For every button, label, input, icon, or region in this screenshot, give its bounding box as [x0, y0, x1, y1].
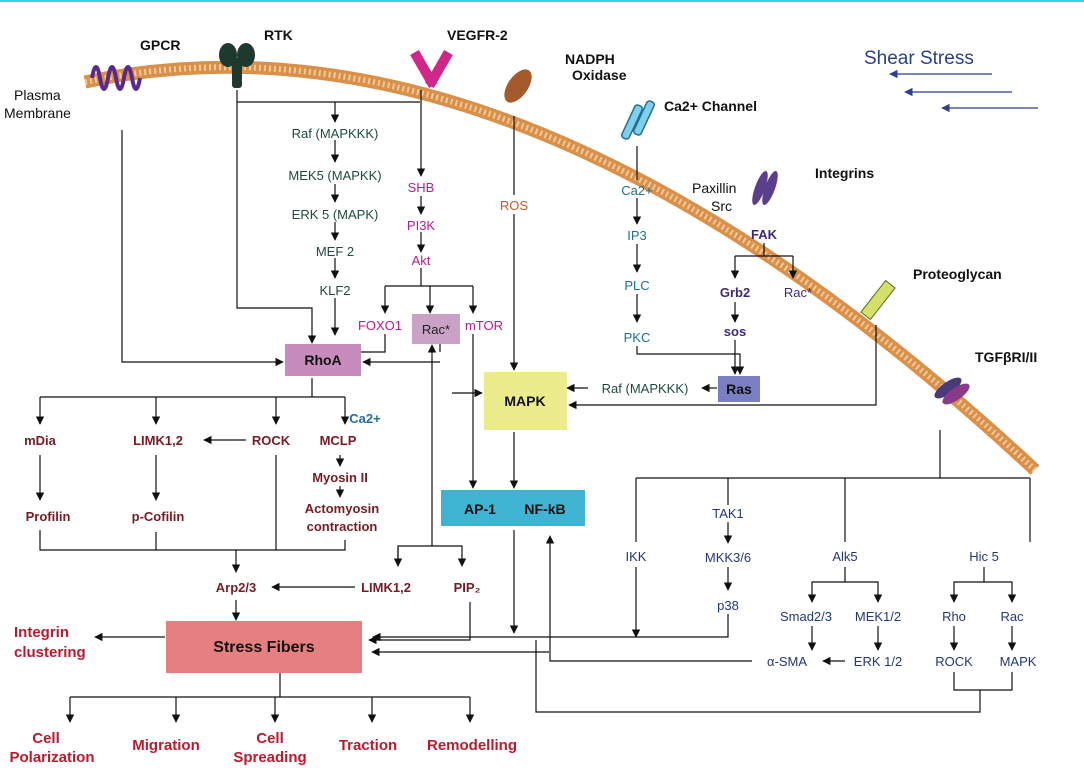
stress-fibers-box	[166, 621, 362, 673]
vegfr2-label: VEGFR-2	[447, 27, 508, 43]
nfkb-label: NF-kB	[524, 501, 565, 517]
myosin-label: Myosin II	[312, 470, 368, 485]
pi3k-label: PI3K	[407, 218, 436, 233]
ca-channel-label: Ca2+ Channel	[664, 98, 757, 114]
spreading-label: Spreading	[233, 749, 306, 766]
rhoa-label: RhoA	[304, 352, 341, 368]
rtk-label: RTK	[264, 27, 293, 43]
alk5-label: Alk5	[832, 549, 857, 564]
ca-channel-icon	[621, 100, 655, 140]
klf2-label: KLF2	[319, 283, 350, 298]
akt-label: Akt	[412, 253, 431, 268]
proteoglycan-label: Proteoglycan	[913, 266, 1002, 282]
src-label: Src	[711, 198, 732, 214]
integrins-icon	[752, 170, 778, 206]
rac-label: Rac*	[422, 322, 450, 337]
limk-label: LIMK1,2	[133, 433, 183, 448]
sos-label: sos	[724, 324, 746, 339]
mef2-label: MEF 2	[316, 244, 354, 259]
nadph-label: NADPH	[565, 51, 615, 67]
mapk-label: MAPK	[504, 393, 545, 409]
foxo1-label: FOXO1	[358, 318, 402, 333]
rtk-icon	[219, 43, 255, 88]
gpcr-label: GPCR	[140, 37, 180, 53]
membrane-texture	[84, 64, 1038, 473]
mtor-label: mTOR	[465, 318, 503, 333]
tgfb-receptor-icon	[934, 377, 970, 405]
tgf-mapk-label: MAPK	[1000, 654, 1037, 669]
pcofilin-label: p-Cofilin	[132, 509, 185, 524]
shb-label: SHB	[408, 180, 435, 195]
erk12-label: ERK 1/2	[854, 654, 902, 669]
ip3-label: IP3	[627, 228, 647, 243]
connectors	[35, 90, 1031, 723]
rac-box	[412, 314, 460, 344]
integrins-label: Integrins	[815, 165, 874, 181]
mkk36-label: MKK3/6	[705, 550, 751, 565]
ikk-label: IKK	[626, 549, 647, 564]
limk2-label: LIMK1,2	[361, 580, 411, 595]
ras-label: Ras	[726, 381, 752, 397]
arp23-label: Arp2/3	[216, 580, 256, 595]
integrin-label: Integrin	[14, 624, 69, 641]
cell-polar-label: Cell	[32, 730, 60, 747]
migration-label: Migration	[132, 737, 200, 754]
plc-label: PLC	[624, 278, 649, 293]
gpcr-icon	[90, 65, 142, 91]
oxidase-label: Oxidase	[572, 67, 627, 83]
contraction-label: contraction	[307, 519, 378, 534]
tgf-rac-label: Rac	[1000, 609, 1024, 624]
tgf-rock-label: ROCK	[935, 654, 973, 669]
membrane-label: Membrane	[4, 105, 71, 121]
ap1-nfkb-box	[441, 490, 585, 526]
profilin-label: Profilin	[26, 509, 71, 524]
grb2-label: Grb2	[720, 285, 750, 300]
rho-label: Rho	[942, 609, 966, 624]
tgfb-label: TGFβRI/II	[975, 349, 1037, 365]
proteoglycan-icon	[860, 279, 896, 321]
traction-label: Traction	[339, 737, 397, 754]
ca-label: Ca2+	[621, 183, 652, 198]
mek12-label: MEK1/2	[855, 609, 901, 624]
stress-fibers-label: Stress Fibers	[213, 639, 314, 656]
raf-mapkkk-2-label: Raf (MAPKKK)	[602, 381, 689, 396]
remodelling-label: Remodelling	[427, 737, 517, 754]
hic5-label: Hic 5	[969, 549, 999, 564]
p38-label: p38	[717, 598, 739, 613]
raf-mapkkk-label: Raf (MAPKKK)	[292, 126, 379, 141]
nadph-oxidase-icon	[504, 69, 532, 103]
paxillin-label: Paxillin	[692, 180, 736, 196]
ca2-rhoa-label: Ca2+	[349, 411, 381, 426]
ros-label: ROS	[500, 198, 529, 213]
ras-box	[718, 376, 760, 402]
tak1-label: TAK1	[712, 506, 744, 521]
mapk-box	[484, 372, 567, 430]
vegfr2-icon	[410, 50, 453, 88]
mek5-label: MEK5 (MAPKK)	[288, 168, 381, 183]
cell-spread-label: Cell	[256, 730, 284, 747]
actomyosin-label: Actomyosin	[305, 501, 379, 516]
polarization-label: Polarization	[9, 749, 94, 766]
pkc-label: PKC	[624, 330, 651, 345]
smad-label: Smad2/3	[780, 609, 832, 624]
fak-rac-label: Rac*	[784, 285, 812, 300]
mclp-label: MCLP	[320, 433, 357, 448]
fak-label: FAK	[751, 227, 778, 242]
pip2-label: PIP₂	[454, 580, 481, 595]
mdia-label: mDia	[24, 433, 57, 448]
clustering-label: clustering	[14, 644, 86, 661]
plasma-label: Plasma	[14, 87, 61, 103]
shear-stress-label: Shear Stress	[864, 48, 974, 69]
ap1-label: AP-1	[464, 501, 496, 517]
erk5-label: ERK 5 (MAPK)	[292, 207, 379, 222]
asma-label: α-SMA	[767, 654, 807, 669]
rock-label: ROCK	[252, 433, 291, 448]
rhoa-box	[285, 344, 361, 376]
